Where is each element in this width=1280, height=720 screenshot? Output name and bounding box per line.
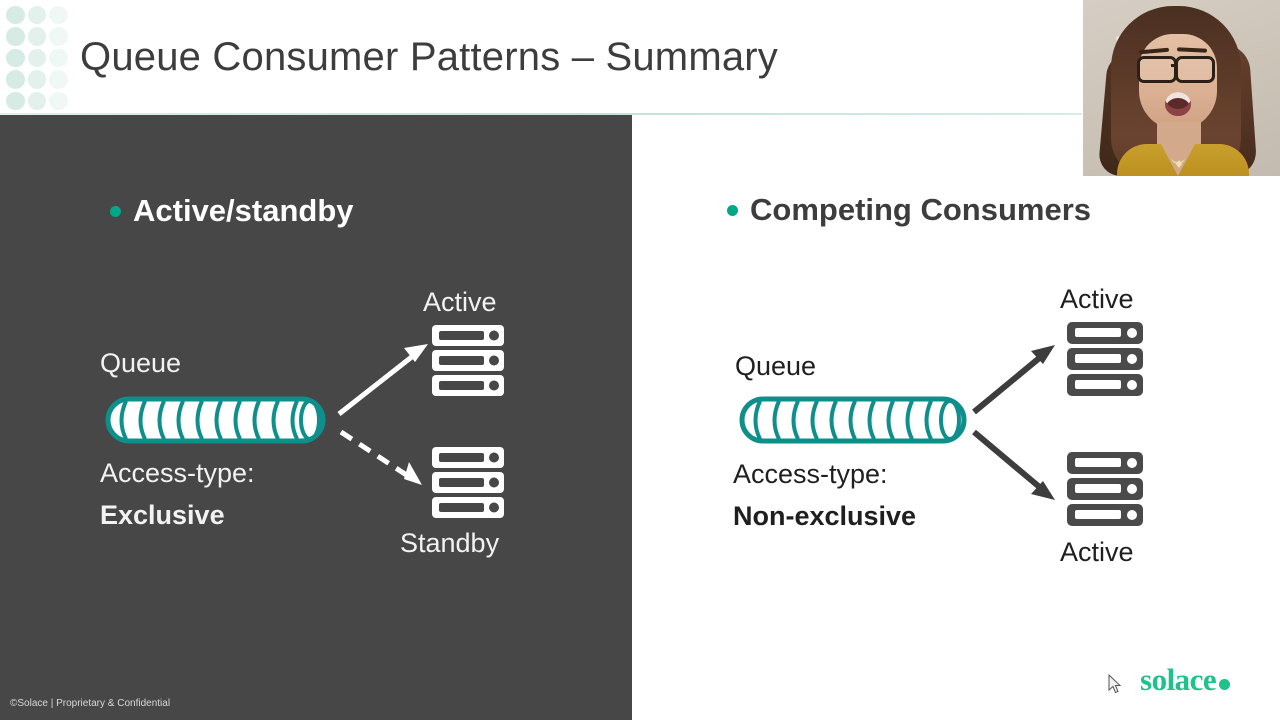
right-panel-heading-row: Competing Consumers (727, 192, 1091, 228)
mouse-cursor-icon (1108, 674, 1122, 694)
left-access-type-label: Access-type: (100, 458, 255, 488)
left-queue-label: Queue (100, 348, 182, 378)
webcam-glasses-bridge (1171, 64, 1177, 67)
solace-logo: solace (1140, 662, 1231, 697)
title-divider (0, 113, 1280, 115)
left-consumer-top-label: Active (423, 287, 497, 317)
webcam-glasses-left-lens (1137, 56, 1177, 83)
webcam-overlay[interactable] (1082, 0, 1280, 176)
webcam-glasses-right-lens (1175, 56, 1215, 83)
bullet-dot-icon (110, 205, 121, 217)
webcam-necklace-pendant (1176, 160, 1182, 168)
right-access-type-label: Access-type: (733, 459, 888, 489)
right-consumer-top-label: Active (1060, 284, 1134, 314)
page-title: Queue Consumer Patterns – Summary (80, 35, 779, 79)
slide-title-bar: Queue Consumer Patterns – Summary (0, 0, 1280, 115)
decorative-dot-grid (6, 6, 68, 110)
right-access-type-value: Non-exclusive (733, 501, 917, 531)
left-panel-heading-row: Active/standby (110, 193, 354, 229)
right-consumer-bottom-label: Active (1060, 537, 1134, 567)
right-queue-label: Queue (735, 351, 817, 381)
footer-copyright: ©Solace | Proprietary & Confidential (10, 698, 171, 709)
left-access-type-value: Exclusive (100, 500, 225, 530)
right-panel-heading: Competing Consumers (750, 192, 1092, 227)
solace-logo-text: solace (1140, 662, 1217, 697)
solace-logo-dot-icon (1219, 679, 1231, 690)
left-consumer-bottom-label: Standby (400, 528, 500, 558)
bullet-dot-icon (727, 204, 738, 216)
webcam-mouth (1165, 92, 1191, 116)
left-panel-heading: Active/standby (133, 193, 354, 228)
